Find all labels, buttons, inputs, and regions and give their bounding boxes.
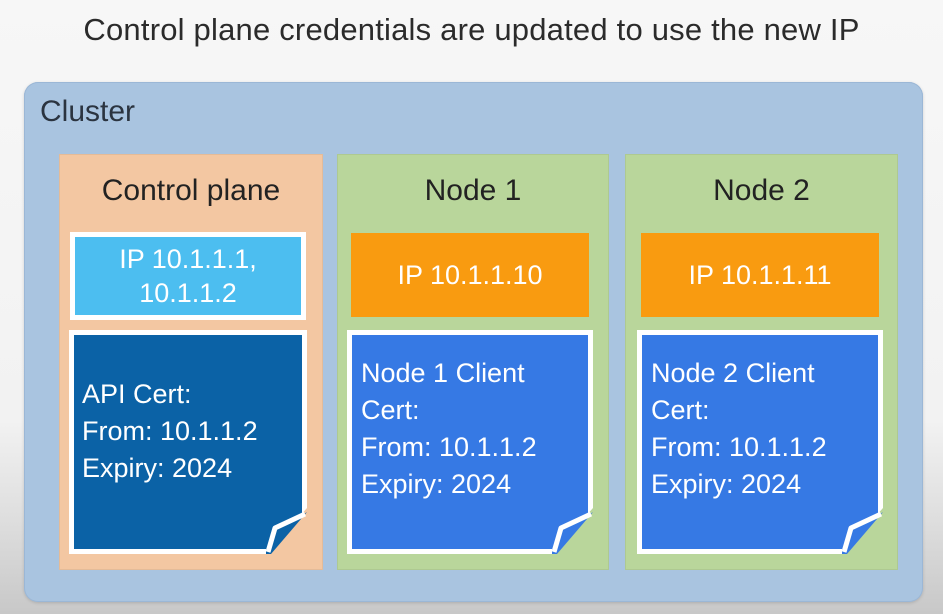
node1-cert-line: Expiry: 2024 [361,469,512,499]
control-plane-title: Control plane [101,174,281,207]
node2-cert-line: Cert: [651,395,710,425]
folded-corner-icon [551,508,593,554]
node1-title: Node 1 [424,174,522,207]
node1-cert-card: Node 1 Client Cert: From: 10.1.1.2 Expir… [347,330,593,554]
node1-cert-line: Node 1 Client [361,358,525,388]
node2-cert-line: From: 10.1.1.2 [651,432,827,462]
node2-ip-box: IP 10.1.1.11 [641,233,879,317]
node2-cert-line: Expiry: 2024 [651,469,802,499]
node2-title: Node 2 [713,174,810,207]
node2-cert-card: Node 2 Client Cert: From: 10.1.1.2 Expir… [637,330,883,554]
control-plane-ip-box: IP 10.1.1.1, 10.1.1.2 [70,232,306,320]
node1-cert-line: From: 10.1.1.2 [361,432,537,462]
folded-corner-icon [841,508,883,554]
control-plane-ip-text: IP 10.1.1.1, 10.1.1.2 [119,242,257,310]
api-cert-card: API Cert: From: 10.1.1.2 Expiry: 2024 [69,330,307,554]
api-cert-line: From: 10.1.1.2 [82,416,258,446]
diagram-title: Control plane credentials are updated to… [83,12,860,47]
node1-ip-text: IP 10.1.1.10 [397,260,543,290]
node1-cert-line: Cert: [361,395,420,425]
api-cert-line: Expiry: 2024 [82,453,233,483]
api-cert-line: API Cert: [82,379,192,409]
node2-ip-text: IP 10.1.1.11 [688,260,832,290]
folded-corner-icon [265,508,307,554]
control-plane-ip-line: IP 10.1.1.1, [119,244,257,274]
control-plane-ip-line: 10.1.1.2 [139,278,237,308]
cluster-label: Cluster [40,95,136,128]
node1-ip-box: IP 10.1.1.10 [351,233,589,317]
node2-cert-line: Node 2 Client [651,358,815,388]
